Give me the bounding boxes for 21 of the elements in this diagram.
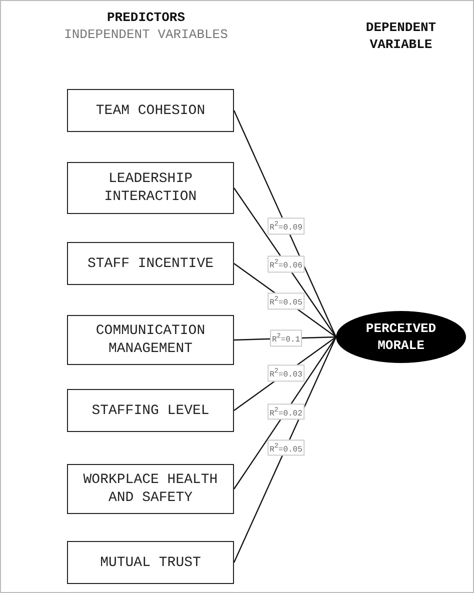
predictor-box: STAFFING LEVEL bbox=[67, 389, 234, 432]
outcome-ellipse: PERCEIVED MORALE bbox=[336, 311, 466, 363]
edge-label: R$^{2}$=0.05 bbox=[268, 292, 304, 310]
edge-label: R$^{2}$=0.03 bbox=[268, 364, 304, 382]
predictor-box: WORKPLACE HEALTH AND SAFETY bbox=[67, 464, 234, 514]
predictor-box: MUTUAL TRUST bbox=[67, 541, 234, 584]
edge-label: R$^{2}$=0.06 bbox=[268, 256, 304, 272]
predictor-box: TEAM COHESION bbox=[67, 89, 234, 132]
edge-label: R$^{2}$=0.05 bbox=[268, 439, 304, 456]
column-heading: INDEPENDENT VARIABLES bbox=[63, 26, 229, 43]
column-heading: PREDICTORS bbox=[106, 9, 186, 26]
predictor-box: STAFF INCENTIVE bbox=[67, 242, 234, 285]
connector-line bbox=[233, 110, 337, 338]
connector-line bbox=[234, 188, 336, 338]
predictor-box: LEADERSHIP INTERACTION bbox=[67, 162, 234, 214]
edge-label: R$^{2}$=0.02 bbox=[268, 403, 304, 420]
edge-label: R$^{2}$=0.1 bbox=[270, 330, 302, 347]
predictor-box: COMMUNICATION MANAGEMENT bbox=[67, 315, 234, 365]
edge-label: R$^{2}$=0.09 bbox=[268, 218, 304, 234]
connector-line bbox=[234, 336, 336, 490]
column-heading: DEPENDENT VARIABLE bbox=[364, 19, 438, 53]
